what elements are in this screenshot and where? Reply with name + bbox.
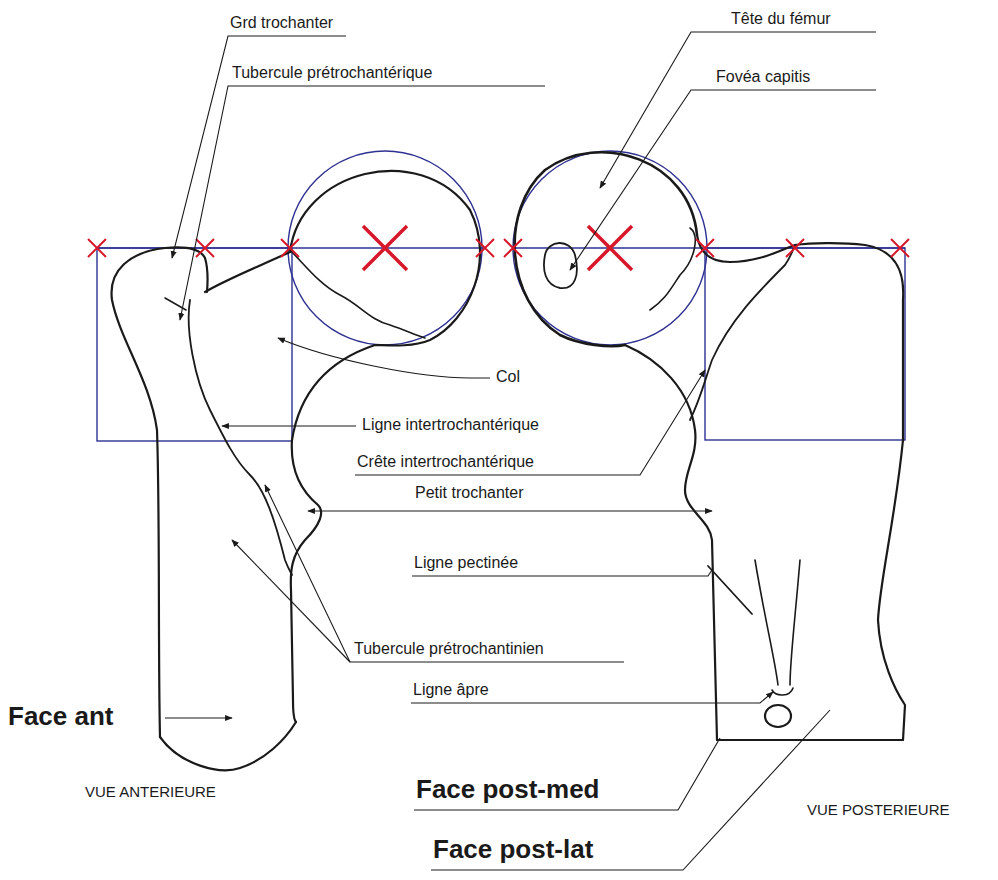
construction-lines — [97, 151, 905, 441]
part-label: Petit trochanter — [415, 483, 524, 502]
part-label: VUE ANTERIEURE — [85, 783, 216, 801]
leader-lines — [165, 32, 876, 870]
posterior-femur — [515, 152, 905, 740]
part-label: Ligne pectinée — [414, 553, 518, 572]
reference-crosses — [88, 226, 909, 270]
part-label: Ligne âpre — [413, 680, 489, 699]
part-label: Tubercule prétrochantérique — [232, 63, 432, 82]
face-label: Face ant — [8, 701, 114, 732]
part-label: Grd trochanter — [230, 13, 333, 32]
face-label: Face post-med — [416, 774, 600, 805]
part-label: Fovéa capitis — [716, 67, 810, 86]
part-label: VUE POSTERIEURE — [807, 801, 950, 819]
anterior-femur — [112, 171, 480, 770]
part-label: Tête du fémur — [731, 9, 831, 28]
part-label: Tubercule prétrochantinien — [354, 639, 544, 658]
part-label: Crête intertrochantérique — [357, 452, 534, 471]
face-label: Face post-lat — [433, 834, 593, 865]
part-label: Ligne intertrochantérique — [362, 415, 539, 434]
part-label: Col — [496, 367, 520, 386]
